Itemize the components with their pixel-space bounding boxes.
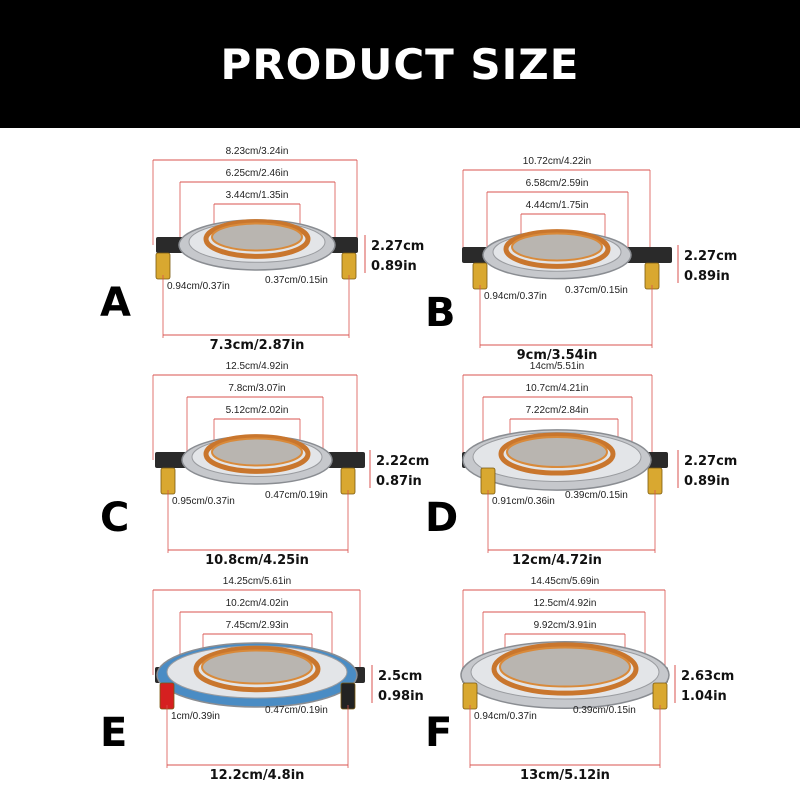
height-cm-label: 2.63cm bbox=[681, 669, 735, 684]
outer-diameter-label: 14.25cm/5.61in bbox=[222, 576, 292, 587]
ring-thickness-label: 0.37cm/0.15in bbox=[265, 275, 328, 286]
height-in-label: 0.87in bbox=[376, 474, 422, 489]
middle-diameter-label: 10.7cm/4.21in bbox=[525, 383, 589, 394]
terminal-width-label: 1cm/0.39in bbox=[171, 711, 220, 722]
copper-coil bbox=[503, 229, 611, 269]
diaphragm-panel-a: 8.23cm/3.24in 6.25cm/2.46in 3.44cm/1.35in 2… bbox=[0, 140, 424, 360]
middle-diameter-label: 10.2cm/4.02in bbox=[225, 598, 289, 609]
mount-spacing-label: 9cm/3.54in bbox=[516, 348, 598, 363]
mount-spacing-label: 12.2cm/4.8in bbox=[209, 768, 305, 783]
middle-diameter-label: 6.25cm/2.46in bbox=[225, 168, 289, 179]
outer-diameter-line bbox=[152, 374, 358, 460]
terminal-width-label: 0.91cm/0.36in bbox=[492, 496, 555, 507]
height-cm-label: 2.27cm bbox=[684, 249, 738, 264]
ring-thickness-label: 0.39cm/0.15in bbox=[573, 705, 636, 716]
terminal-width-label: 0.94cm/0.37in bbox=[484, 291, 547, 302]
height-in-label: 0.89in bbox=[371, 259, 417, 274]
inner-diameter-label: 9.92cm/3.91in bbox=[533, 620, 597, 631]
diaphragm-panel-d: 14cm/5.51in 10.7cm/4.21in 7.22cm/2.84in 2.2… bbox=[400, 355, 800, 575]
diaphragm-dome bbox=[499, 646, 631, 688]
diaphragm-dome bbox=[211, 437, 303, 467]
outer-diameter-line bbox=[462, 589, 666, 675]
panel-letter: B bbox=[425, 290, 456, 336]
diaphragm-panel-c: 12.5cm/4.92in 7.8cm/3.07in 5.12cm/2.02in 2.… bbox=[0, 355, 429, 575]
middle-diameter-line bbox=[486, 191, 629, 255]
middle-diameter-label: 6.58cm/2.59in bbox=[525, 178, 589, 189]
terminal-width-label: 0.95cm/0.37in bbox=[172, 496, 235, 507]
outer-diameter-label: 12.5cm/4.92in bbox=[225, 361, 289, 372]
diaphragm-panel-b: 10.72cm/4.22in 6.58cm/2.59in 4.44cm/1.75in… bbox=[400, 150, 800, 370]
diaphragm-dome bbox=[211, 222, 303, 252]
copper-coil bbox=[203, 219, 311, 259]
mount-spacing-label: 12cm/4.72in bbox=[512, 553, 602, 568]
title-banner: PRODUCT SIZE bbox=[0, 0, 800, 128]
panel-letter: D bbox=[425, 495, 459, 541]
copper-coil bbox=[203, 434, 311, 474]
inner-diameter-label: 3.44cm/1.35in bbox=[225, 190, 289, 201]
mount-spacing-label: 10.8cm/4.25in bbox=[205, 553, 309, 568]
diaphragm-dome bbox=[201, 649, 313, 685]
inner-diameter-label: 7.22cm/2.84in bbox=[525, 405, 589, 416]
outer-diameter-line bbox=[462, 374, 653, 460]
diaphragm-drawing bbox=[152, 589, 373, 768]
panel-letter: E bbox=[100, 710, 128, 756]
page-title: PRODUCT SIZE bbox=[220, 39, 580, 89]
diaphragm-drawing bbox=[152, 159, 366, 338]
outer-diameter-label: 14.45cm/5.69in bbox=[530, 576, 600, 587]
height-in-label: 0.98in bbox=[378, 689, 424, 704]
outer-diameter-label: 14cm/5.51in bbox=[529, 361, 585, 372]
terminal-width-label: 0.94cm/0.37in bbox=[474, 711, 537, 722]
diaphragm-dome bbox=[511, 232, 603, 262]
height-in-label: 1.04in bbox=[681, 689, 727, 704]
height-cm-label: 2.27cm bbox=[684, 454, 738, 469]
terminal-width-label: 0.94cm/0.37in bbox=[167, 281, 230, 292]
middle-diameter-line bbox=[179, 181, 336, 245]
height-in-label: 0.89in bbox=[684, 474, 730, 489]
diaphragm-drawing bbox=[462, 374, 679, 553]
middle-diameter-label: 7.8cm/3.07in bbox=[228, 383, 286, 394]
copper-coil bbox=[498, 432, 616, 476]
diaphragm-drawing bbox=[460, 589, 676, 768]
copper-coil bbox=[491, 642, 639, 696]
diaphragm-drawing bbox=[152, 374, 371, 553]
inner-diameter-label: 7.45cm/2.93in bbox=[225, 620, 289, 631]
inner-diameter-label: 5.12cm/2.02in bbox=[225, 405, 289, 416]
diaphragm-panel-e: 14.25cm/5.61in 10.2cm/4.02in 7.45cm/2.93in… bbox=[0, 570, 424, 790]
outer-diameter-label: 10.72cm/4.22in bbox=[522, 156, 592, 167]
diaphragm-dome bbox=[506, 436, 608, 468]
diaphragm-drawing bbox=[462, 169, 679, 348]
height-cm-label: 2.27cm bbox=[371, 239, 425, 254]
mount-spacing-label: 7.3cm/2.87in bbox=[209, 338, 305, 353]
outer-diameter-line bbox=[462, 169, 651, 255]
ring-thickness-label: 0.37cm/0.15in bbox=[565, 285, 628, 296]
height-in-label: 0.89in bbox=[684, 269, 730, 284]
ring-thickness-label: 0.39cm/0.15in bbox=[565, 490, 628, 501]
outer-diameter-line bbox=[152, 159, 358, 245]
height-cm-label: 2.5cm bbox=[378, 669, 423, 684]
ring-thickness-label: 0.47cm/0.19in bbox=[265, 705, 328, 716]
middle-diameter-label: 12.5cm/4.92in bbox=[533, 598, 597, 609]
inner-diameter-label: 4.44cm/1.75in bbox=[525, 200, 589, 211]
panel-letter: C bbox=[100, 495, 130, 541]
mount-spacing-label: 13cm/5.12in bbox=[520, 768, 610, 783]
outer-diameter-line bbox=[152, 589, 361, 675]
copper-coil bbox=[193, 645, 321, 693]
ring-thickness-label: 0.47cm/0.19in bbox=[265, 490, 328, 501]
panel-letter: A bbox=[100, 280, 131, 326]
panel-letter: F bbox=[425, 710, 453, 756]
diaphragm-panel-f: 14.45cm/5.69in 12.5cm/4.92in 9.92cm/3.91in… bbox=[400, 570, 800, 790]
height-cm-label: 2.22cm bbox=[376, 454, 430, 469]
outer-diameter-label: 8.23cm/3.24in bbox=[225, 146, 289, 157]
